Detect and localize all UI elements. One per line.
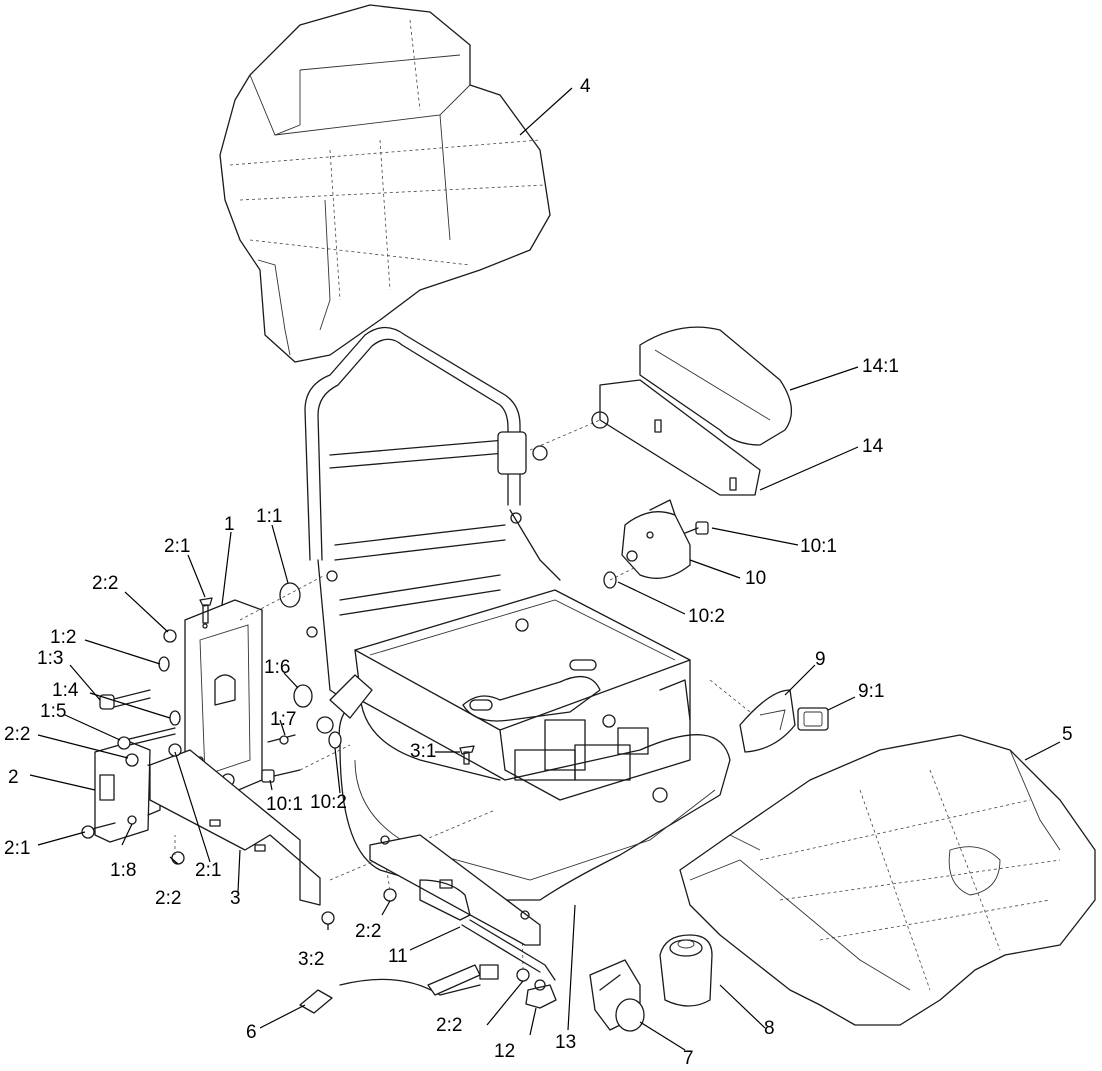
callout-10-1: 10:1 xyxy=(800,536,837,557)
callout-11: 11 xyxy=(388,946,408,967)
backrest-cushion xyxy=(219,4,551,363)
mount-plate xyxy=(149,749,321,906)
callout-1-7: 1:7 xyxy=(270,709,296,730)
callout-13: 13 xyxy=(555,1032,576,1053)
callout-1-5: 1:5 xyxy=(40,701,66,722)
callout-14: 14 xyxy=(862,436,884,457)
actuator xyxy=(589,959,645,1032)
seat-sensor xyxy=(525,979,557,1009)
callout-2-2-rail: 2:2 xyxy=(355,921,381,942)
callout-10: 10 xyxy=(745,568,766,589)
air-spring xyxy=(659,934,713,1007)
callout-1-4: 1:4 xyxy=(52,680,79,701)
callout-2-1-bottom: 2:1 xyxy=(195,860,221,881)
callout-1-2: 1:2 xyxy=(50,627,76,648)
seat-rail xyxy=(369,834,556,981)
callout-5: 5 xyxy=(1062,724,1073,745)
seat-cushion xyxy=(679,734,1096,1026)
seat-back-frame xyxy=(304,326,561,701)
callout-2-1-top: 2:1 xyxy=(164,536,190,557)
callout-14-1: 14:1 xyxy=(862,356,899,377)
callout-2: 2 xyxy=(8,767,19,788)
callout-1-3: 1:3 xyxy=(37,648,63,669)
leader-lines xyxy=(29,87,1061,1051)
callout-9-1: 9:1 xyxy=(858,681,884,702)
callout-1: 1 xyxy=(224,514,235,535)
callout-4: 4 xyxy=(580,76,591,97)
callout-2-1-left: 2:1 xyxy=(4,838,30,859)
callout-1-8: 1:8 xyxy=(110,860,136,881)
callout-2-2-left: 2:2 xyxy=(4,724,30,745)
callout-12: 12 xyxy=(494,1041,515,1062)
callout-3-1: 3:1 xyxy=(410,741,436,762)
callout-10-2-lower: 10:2 xyxy=(310,792,347,813)
armrest xyxy=(591,326,792,496)
callout-1-6: 1:6 xyxy=(264,657,290,678)
callout-7: 7 xyxy=(683,1048,694,1069)
callout-3: 3 xyxy=(230,888,241,909)
wiring-harness xyxy=(299,964,499,1014)
callout-10-2: 10:2 xyxy=(688,606,725,627)
callout-10-1-lower: 10:1 xyxy=(266,794,303,815)
callout-9: 9 xyxy=(815,649,826,670)
callout-3-2: 3:2 xyxy=(298,949,324,970)
callout-labels: 4 14:1 14 10:1 10 10:2 9 9:1 5 1:1 1 2:1… xyxy=(4,76,1073,1069)
callout-8: 8 xyxy=(764,1018,775,1039)
callout-1-1: 1:1 xyxy=(256,506,282,527)
callout-2-2-harness: 2:2 xyxy=(436,1015,462,1036)
recline-mechanism xyxy=(621,499,691,579)
side-cover xyxy=(739,689,829,753)
callout-2-2-bottom: 2:2 xyxy=(155,888,181,909)
callout-6: 6 xyxy=(246,1022,257,1043)
callout-2-2-top: 2:2 xyxy=(92,573,118,594)
